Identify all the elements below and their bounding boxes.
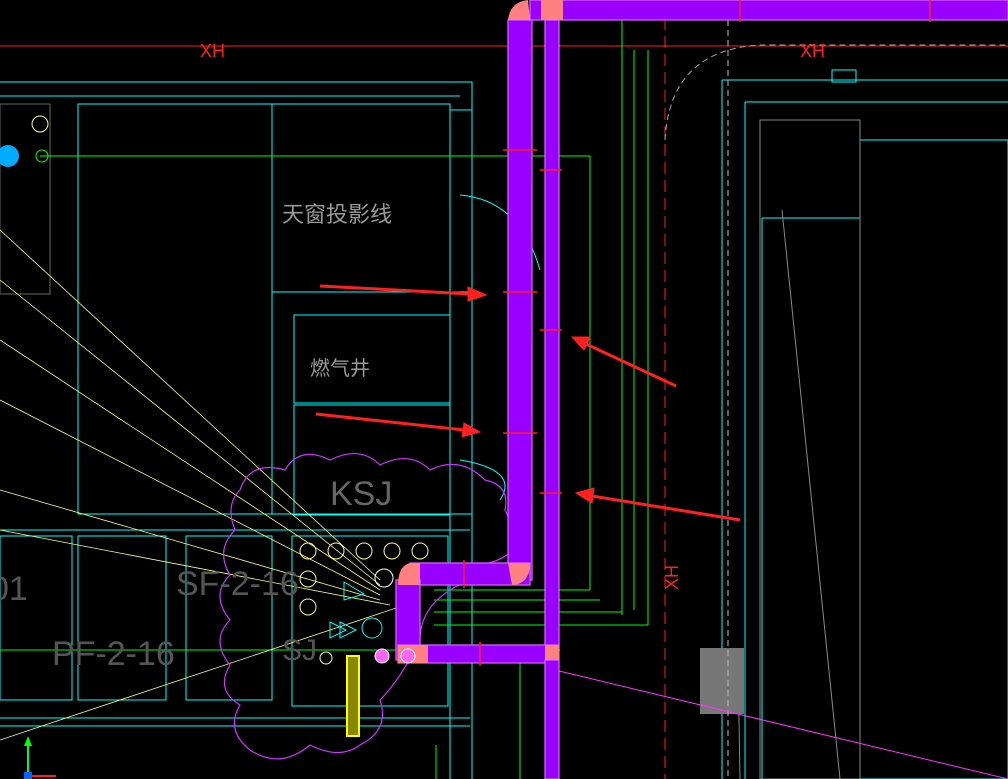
yellow-riser	[346, 655, 360, 737]
sf-label: SF-2-16	[176, 565, 299, 603]
blue-dot	[0, 145, 19, 167]
ucs-axis-icon	[24, 736, 56, 779]
right-grey-lines	[737, 119, 861, 779]
red-arrow-icon	[315, 284, 741, 522]
valve-grid	[31, 115, 429, 665]
gas-shaft-label: 燃气井	[310, 357, 370, 380]
right-walls	[721, 69, 1008, 779]
green-pipes	[0, 0, 649, 779]
left-equipment-box	[0, 103, 51, 295]
grey-block	[700, 648, 744, 714]
revision-cloud	[219, 453, 521, 760]
pf-label: PF-2-16	[52, 635, 175, 673]
green-ring	[35, 149, 49, 163]
su-partial-label: SJ	[282, 634, 317, 667]
xh-label-vertical: XH	[662, 565, 682, 590]
pink-rings	[374, 648, 416, 664]
valves	[329, 581, 383, 639]
yellow-lines	[0, 229, 421, 741]
dashed-arc	[664, 44, 1008, 141]
xh-label-top-right: XH	[800, 41, 825, 61]
duct-main	[395, 0, 1008, 779]
duct-elbows	[398, 0, 563, 663]
xh-label-top-left: XH	[200, 41, 225, 61]
white-ring	[374, 568, 394, 588]
magenta-line	[554, 669, 1008, 779]
skylight-label: 天窗投影线	[282, 202, 392, 227]
left-partial-label: 01	[0, 570, 28, 608]
ksj-label: KSJ	[330, 475, 392, 513]
duct-markers	[463, 0, 931, 666]
